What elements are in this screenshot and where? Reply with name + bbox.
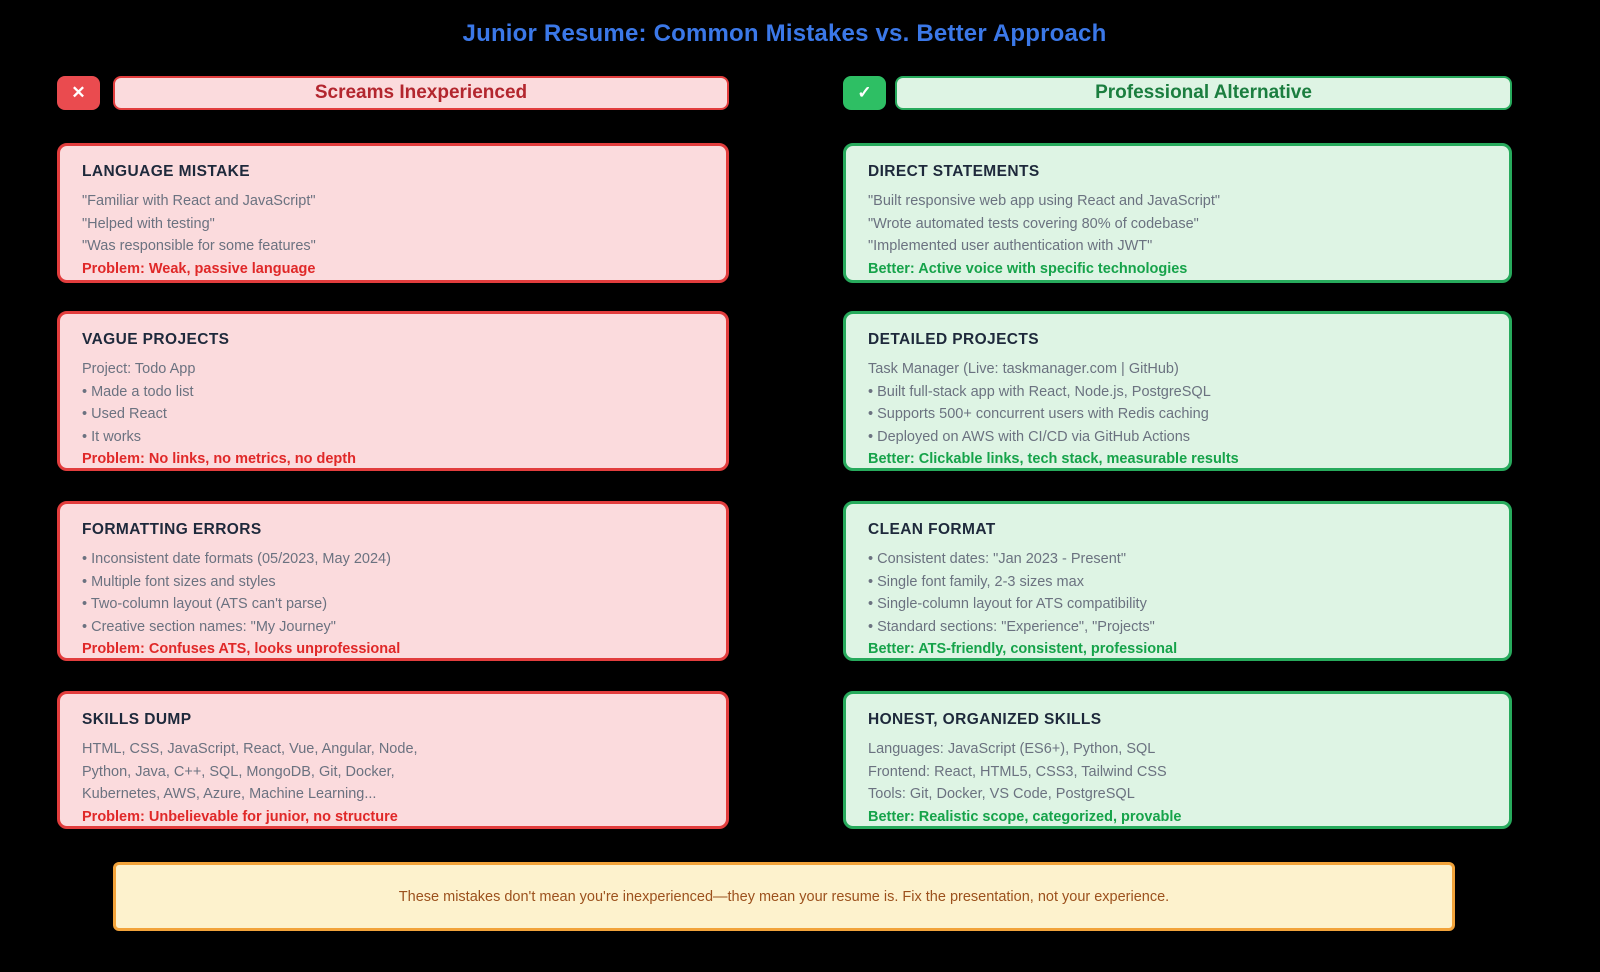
card-line: • Two-column layout (ATS can't parse) xyxy=(82,596,328,612)
card-line: "Helped with testing" xyxy=(82,215,215,232)
problem-verdict: Problem: Weak, passive language xyxy=(82,260,316,277)
card-line: • Standard sections: "Experience", "Proj… xyxy=(868,618,1155,635)
better-verdict: Better: Clickable links, tech stack, mea… xyxy=(868,451,1239,467)
card-line: "Was responsible for some features" xyxy=(82,238,316,254)
better-verdict: Better: ATS-friendly, consistent, profes… xyxy=(868,641,1178,657)
footer-note: These mistakes don't mean you're inexper… xyxy=(113,862,1455,931)
card-line: • Deployed on AWS with CI/CD via GitHub … xyxy=(868,428,1191,445)
card-language-mistake: LANGUAGE MISTAKE "Familiar with React an… xyxy=(57,143,729,283)
problem-verdict: Problem: Unbelievable for junior, no str… xyxy=(82,808,398,825)
card-title: SKILLS DUMP xyxy=(82,711,192,728)
card-line: • Single-column layout for ATS compatibi… xyxy=(868,596,1147,612)
card-line: • Built full-stack app with React, Node.… xyxy=(868,383,1211,400)
better-verdict: Better: Realistic scope, categorized, pr… xyxy=(868,808,1182,825)
card-line: Tools: Git, Docker, VS Code, PostgreSQL xyxy=(868,786,1135,802)
card-detailed-projects: DETAILED PROJECTS Task Manager (Live: ta… xyxy=(843,311,1512,471)
card-skills-dump: SKILLS DUMP HTML, CSS, JavaScript, React… xyxy=(57,691,729,829)
card-line: • Multiple font sizes and styles xyxy=(82,573,276,590)
card-line: Python, Java, C++, SQL, MongoDB, Git, Do… xyxy=(82,763,395,780)
card-line: • Single font family, 2-3 sizes max xyxy=(868,573,1084,590)
card-line: • Creative section names: "My Journey" xyxy=(82,618,336,635)
card-line: "Wrote automated tests covering 80% of c… xyxy=(868,215,1199,232)
cross-icon: ✕ xyxy=(71,83,86,102)
card-title: CLEAN FORMAT xyxy=(868,521,996,538)
card-title: VAGUE PROJECTS xyxy=(82,331,230,348)
better-verdict: Better: Active voice with specific techn… xyxy=(868,260,1188,277)
column-header-professional: Professional Alternative xyxy=(895,76,1512,110)
check-badge: ✓ xyxy=(843,76,886,110)
check-icon: ✓ xyxy=(857,83,872,102)
problem-verdict: Problem: No links, no metrics, no depth xyxy=(82,451,356,467)
card-line: "Implemented user authentication with JW… xyxy=(868,238,1153,254)
card-line: HTML, CSS, JavaScript, React, Vue, Angul… xyxy=(82,741,418,757)
card-line: • Made a todo list xyxy=(82,383,194,400)
card-vague-projects: VAGUE PROJECTS Project: Todo App • Made … xyxy=(57,311,729,471)
problem-verdict: Problem: Confuses ATS, looks unprofessio… xyxy=(82,641,401,657)
card-formatting-errors: FORMATTING ERRORS • Inconsistent date fo… xyxy=(57,501,729,661)
card-line: • Supports 500+ concurrent users with Re… xyxy=(868,406,1209,422)
card-line: • Inconsistent date formats (05/2023, Ma… xyxy=(82,551,391,567)
card-line: Frontend: React, HTML5, CSS3, Tailwind C… xyxy=(868,763,1167,780)
card-title: DETAILED PROJECTS xyxy=(868,331,1040,348)
card-line: Languages: JavaScript (ES6+), Python, SQ… xyxy=(868,741,1156,757)
card-line: Project: Todo App xyxy=(82,361,196,377)
card-title: DIRECT STATEMENTS xyxy=(868,163,1040,180)
card-title: HONEST, ORGANIZED SKILLS xyxy=(868,711,1102,728)
card-line: "Familiar with React and JavaScript" xyxy=(82,193,316,209)
column-header-professional-label: Professional Alternative xyxy=(1095,82,1312,103)
card-honest-organized-skills: HONEST, ORGANIZED SKILLS Languages: Java… xyxy=(843,691,1512,829)
card-line: Task Manager (Live: taskmanager.com | Gi… xyxy=(868,361,1179,377)
card-title: LANGUAGE MISTAKE xyxy=(82,163,250,180)
page-title: Junior Resume: Common Mistakes vs. Bette… xyxy=(462,20,1107,47)
card-line: Kubernetes, AWS, Azure, Machine Learning… xyxy=(82,786,377,802)
card-line: • It works xyxy=(82,428,142,445)
card-line: • Consistent dates: "Jan 2023 - Present" xyxy=(868,551,1126,567)
card-title: FORMATTING ERRORS xyxy=(82,521,262,538)
card-clean-format: CLEAN FORMAT • Consistent dates: "Jan 20… xyxy=(843,501,1512,661)
column-header-mistakes: Screams Inexperienced xyxy=(113,76,729,110)
card-direct-statements: DIRECT STATEMENTS "Built responsive web … xyxy=(843,143,1512,283)
column-header-mistakes-label: Screams Inexperienced xyxy=(314,82,528,103)
card-line: • Used React xyxy=(82,406,167,422)
cross-badge: ✕ xyxy=(57,76,100,110)
footer-note-text: These mistakes don't mean you're inexper… xyxy=(398,888,1170,905)
card-line: "Built responsive web app using React an… xyxy=(868,193,1221,209)
